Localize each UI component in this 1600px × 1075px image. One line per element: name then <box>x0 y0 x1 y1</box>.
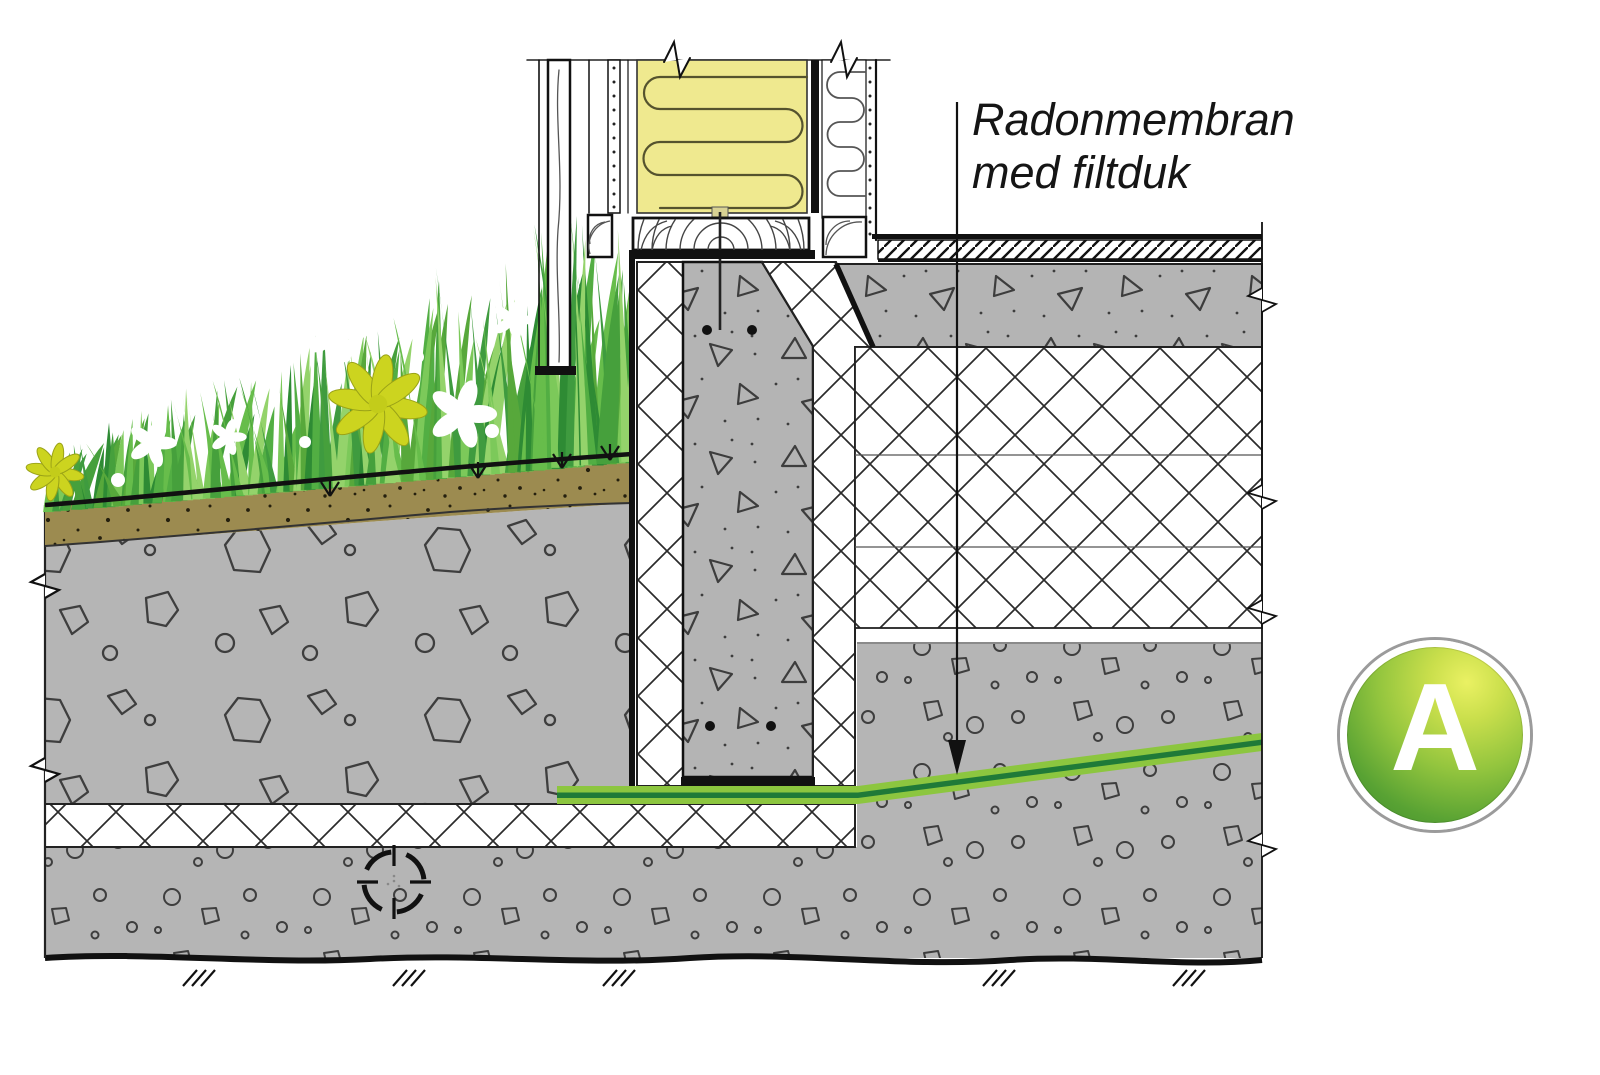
leader-arrow <box>948 102 966 775</box>
break-symbol <box>28 757 62 783</box>
cladding-bottom-edge <box>535 366 576 375</box>
wall-assembly <box>526 38 891 375</box>
flower-bud-icon <box>111 473 125 487</box>
concrete-wall <box>681 260 815 779</box>
yellow-flower-icon <box>25 442 85 502</box>
insulation-squiggle <box>826 71 867 197</box>
outer-face-line <box>629 258 635 786</box>
topsoil-layer <box>45 455 632 546</box>
break-symbol <box>830 38 858 81</box>
interior-batten-block <box>821 215 868 259</box>
floor-slab-concrete <box>834 263 1263 348</box>
grass-tuft-icon <box>468 462 488 479</box>
wall-insulation-outer <box>636 261 684 787</box>
vapor-barrier <box>811 60 819 213</box>
detail-badge: A <box>1340 640 1530 830</box>
topsoil-edges <box>44 451 633 547</box>
ground-bottom-line <box>44 952 1263 987</box>
white-flower-icon <box>309 299 370 363</box>
white-flower-icon <box>131 419 177 467</box>
break-symbol <box>1245 599 1279 625</box>
arrowhead-icon <box>948 740 966 775</box>
survey-marker <box>357 845 431 919</box>
foundation-wall <box>629 258 875 787</box>
flower-bud-icon <box>412 351 424 363</box>
underslab-insulation-strip <box>44 803 856 848</box>
insulation-yellow <box>636 59 808 214</box>
yellow-flower-icon <box>328 354 428 454</box>
bottom-plate-zone <box>586 206 868 330</box>
grass-tuft-icon <box>600 444 620 461</box>
annotation-line2: med filtduk <box>972 146 1190 198</box>
flower-bud-icon <box>299 436 311 448</box>
floor-assembly <box>833 234 1263 629</box>
footing-bottom-bar <box>681 777 815 786</box>
grass-tuft-icon <box>552 452 572 469</box>
grass-tuft-icon <box>320 480 340 497</box>
sill-gasket <box>629 250 815 259</box>
grass-flowers <box>25 246 620 502</box>
flower-bud-icon <box>485 424 499 438</box>
ground-backfill-left <box>45 503 632 804</box>
break-symbol <box>663 38 691 81</box>
earth-hatch-ticks <box>182 969 1206 987</box>
white-flower-icon <box>212 419 247 455</box>
annotation-label: Radonmembran med filtduk <box>972 94 1312 199</box>
annotation-line1: Radonmembran <box>972 94 1295 145</box>
insulation-squiggle <box>642 75 809 210</box>
white-flower-icon <box>432 380 498 448</box>
break-symbol <box>28 573 62 599</box>
wind-barrier-dots <box>612 66 616 209</box>
white-flower-icon <box>495 300 533 340</box>
floor-insulation <box>854 346 1263 629</box>
break-symbol <box>1245 832 1279 858</box>
rebar-dots <box>702 325 776 731</box>
badge-letter: A <box>1390 659 1480 797</box>
break-symbol <box>1245 484 1279 510</box>
floor-covering <box>877 239 1263 260</box>
radon-membrane <box>557 733 1262 804</box>
left-ground-edge <box>28 505 62 958</box>
right-drawing-edge <box>1245 222 1279 958</box>
membrane-dots <box>868 66 872 236</box>
slab-edge <box>833 262 876 349</box>
break-symbol <box>1245 287 1279 313</box>
